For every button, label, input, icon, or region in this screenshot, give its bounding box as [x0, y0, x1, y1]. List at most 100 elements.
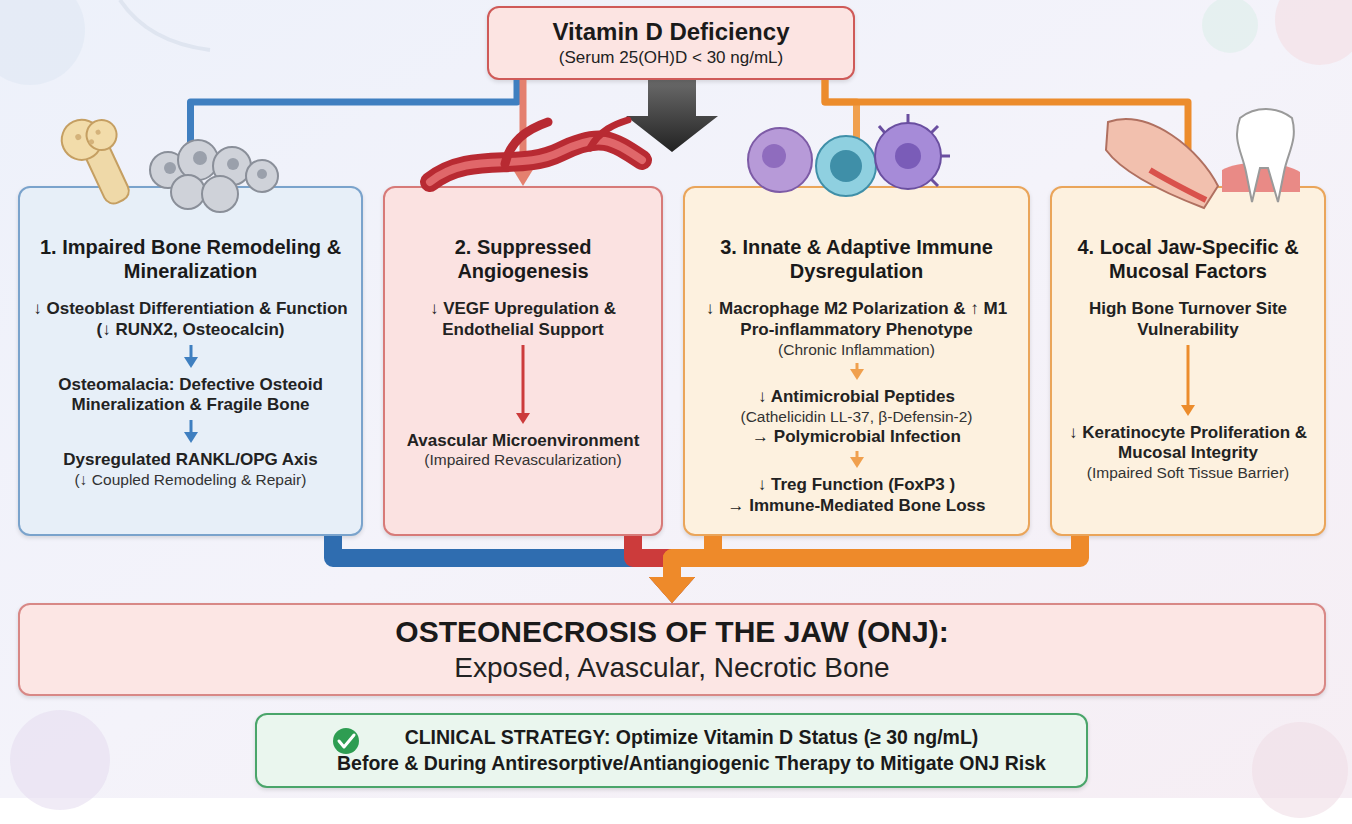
- bottom-band: [0, 798, 1352, 824]
- flow-arrow-head: [184, 432, 198, 443]
- decor-cell: [0, 0, 85, 85]
- strategy-text: Before & During Antiresorptive/Antiangio…: [337, 751, 1046, 776]
- box-text: Dysregulated RANKL/OPG Axis: [63, 450, 317, 471]
- vessel-branch: [505, 122, 548, 164]
- cell-spikes: [879, 114, 950, 186]
- text-group: ↓ Antimicrobial Peptides(Cathelicidin LL…: [740, 387, 972, 447]
- flow-arrow: [846, 362, 868, 384]
- flow-arrow-icon: [180, 344, 202, 368]
- lymphocyte: [816, 136, 876, 196]
- strategy-text: CLINICAL STRATEGY: Optimize Vitamin D St…: [405, 725, 979, 750]
- background-panel: [0, 0, 1352, 798]
- flow-arrow: [1177, 344, 1199, 420]
- nucleus: [227, 158, 239, 170]
- connector-arrow: [633, 536, 672, 577]
- decor-cell: [1202, 0, 1258, 53]
- flow-arrow-head: [850, 457, 864, 468]
- text-group: Vitamin D Deficiency(Serum 25(OH)D < 30 …: [553, 18, 790, 68]
- flow-arrow-shaft: [189, 345, 192, 359]
- flow-arrow: [180, 344, 202, 372]
- text-group: ↓ Osteoblast Differentiation & Function …: [32, 299, 349, 340]
- connector-arrow: [825, 80, 857, 168]
- spike: [941, 155, 950, 158]
- flow-arrow-icon: [846, 362, 868, 380]
- box-text: ↓ VEGF Upregulation & Endothelial Suppor…: [395, 299, 651, 340]
- mechanism-box: 1. Impaired Bone Remodeling & Mineraliza…: [18, 186, 363, 536]
- text-group: OSTEONECROSIS OF THE JAW (ONJ):Exposed, …: [395, 614, 948, 685]
- flow-arrow: [180, 419, 202, 447]
- check-circle: [333, 728, 359, 754]
- box-text: Osteomalacia: Defective Osteoid Minerali…: [32, 375, 349, 416]
- text-group: 4. Local Jaw-Specific & Mucosal Factors: [1062, 236, 1314, 295]
- flow-arrow-shaft: [189, 420, 192, 434]
- flow-arrow-icon: [180, 419, 202, 443]
- immune-cells-icon: [748, 114, 950, 196]
- connector-arrow: [333, 536, 672, 577]
- bone-shaft: [81, 136, 132, 207]
- flow-arrow-shaft: [1187, 345, 1190, 407]
- bone-cells-icon: [150, 140, 278, 212]
- nucleus: [895, 143, 921, 169]
- mechanism-box: 3. Innate & Adaptive Immune Dysregulatio…: [683, 186, 1030, 536]
- decor-cell: [10, 710, 110, 810]
- box-text: ↓ Keratinocyte Proliferation & Mucosal I…: [1062, 423, 1314, 464]
- text-group: 3. Innate & Adaptive Immune Dysregulatio…: [697, 236, 1016, 295]
- box-subtext: (↓ Coupled Remodeling & Repair): [75, 471, 307, 490]
- box-subtext: (Impaired Soft Tissue Barrier): [1087, 464, 1289, 483]
- outcome-box: OSTEONECROSIS OF THE JAW (ONJ):Exposed, …: [18, 603, 1326, 696]
- connector-arrow: [520, 80, 527, 168]
- spike: [931, 179, 938, 186]
- root-cause-box: Vitamin D Deficiency(Serum 25(OH)D < 30 …: [487, 6, 855, 80]
- box-text: ↓ Antimicrobial Peptides: [758, 387, 955, 408]
- cell: [213, 147, 251, 185]
- bone-pore: [88, 139, 95, 146]
- check-mark: [339, 735, 354, 747]
- nucleus: [830, 150, 862, 182]
- flow-arrow-head: [1181, 405, 1195, 416]
- tooth: [1237, 109, 1294, 202]
- strategy-box: CLINICAL STRATEGY: Optimize Vitamin D St…: [255, 713, 1088, 788]
- text-group: ↓ Treg Function (FoxP3 )→ Immune-Mediate…: [728, 475, 986, 516]
- gum: [1222, 163, 1300, 192]
- bone-pore: [95, 129, 102, 136]
- bone-head: [82, 115, 122, 155]
- cell: [202, 176, 238, 212]
- box-subtitle: (Serum 25(OH)D < 30 ng/mL): [559, 47, 783, 68]
- bone-icon: [55, 107, 144, 214]
- nucleus: [257, 169, 267, 179]
- box-text: Avascular Microenvironment: [407, 431, 640, 452]
- box-text: ↓ Treg Function (FoxP3 ): [758, 475, 955, 496]
- box-title: Vitamin D Deficiency: [553, 18, 790, 47]
- flow-arrow-head: [850, 369, 864, 380]
- text-group: ↓ VEGF Upregulation & Endothelial Suppor…: [395, 299, 651, 340]
- main-down-arrow: [626, 80, 718, 152]
- outcome-title: OSTEONECROSIS OF THE JAW (ONJ):: [395, 614, 948, 650]
- box-heading: 3. Innate & Adaptive Immune Dysregulatio…: [697, 236, 1016, 283]
- box-text: ↓ Osteoblast Differentiation & Function …: [32, 299, 349, 340]
- text-group: Osteomalacia: Defective Osteoid Minerali…: [32, 375, 349, 416]
- box-text: High Bone Turnover Site Vulnerability: [1062, 299, 1314, 340]
- flow-arrow-head: [516, 413, 530, 424]
- bone-pore: [74, 133, 82, 141]
- spike: [907, 114, 910, 123]
- flow-arrow-head: [184, 357, 198, 368]
- vessel-highlight: [430, 140, 642, 182]
- cell: [246, 160, 278, 192]
- nucleus: [193, 151, 207, 165]
- text-group: ↓ Keratinocyte Proliferation & Mucosal I…: [1062, 423, 1314, 483]
- connector-arrow: [825, 80, 1188, 168]
- check-icon: [333, 728, 359, 754]
- flow-arrow-shaft: [522, 345, 525, 415]
- vessel: [430, 140, 642, 182]
- lesion: [1150, 170, 1206, 200]
- cell: [178, 140, 218, 180]
- mechanism-box: 2. Suppressed Angiogenesis↓ VEGF Upregul…: [383, 186, 663, 536]
- flow-arrow: [512, 344, 534, 428]
- dendritic-cell: [875, 123, 941, 189]
- text-group: 2. Suppressed Angiogenesis: [395, 236, 651, 295]
- outcome-text: Exposed, Avascular, Necrotic Bone: [454, 650, 889, 685]
- box-heading: 1. Impaired Bone Remodeling & Mineraliza…: [32, 236, 349, 283]
- text-group: Avascular Microenvironment(Impaired Reva…: [407, 431, 640, 470]
